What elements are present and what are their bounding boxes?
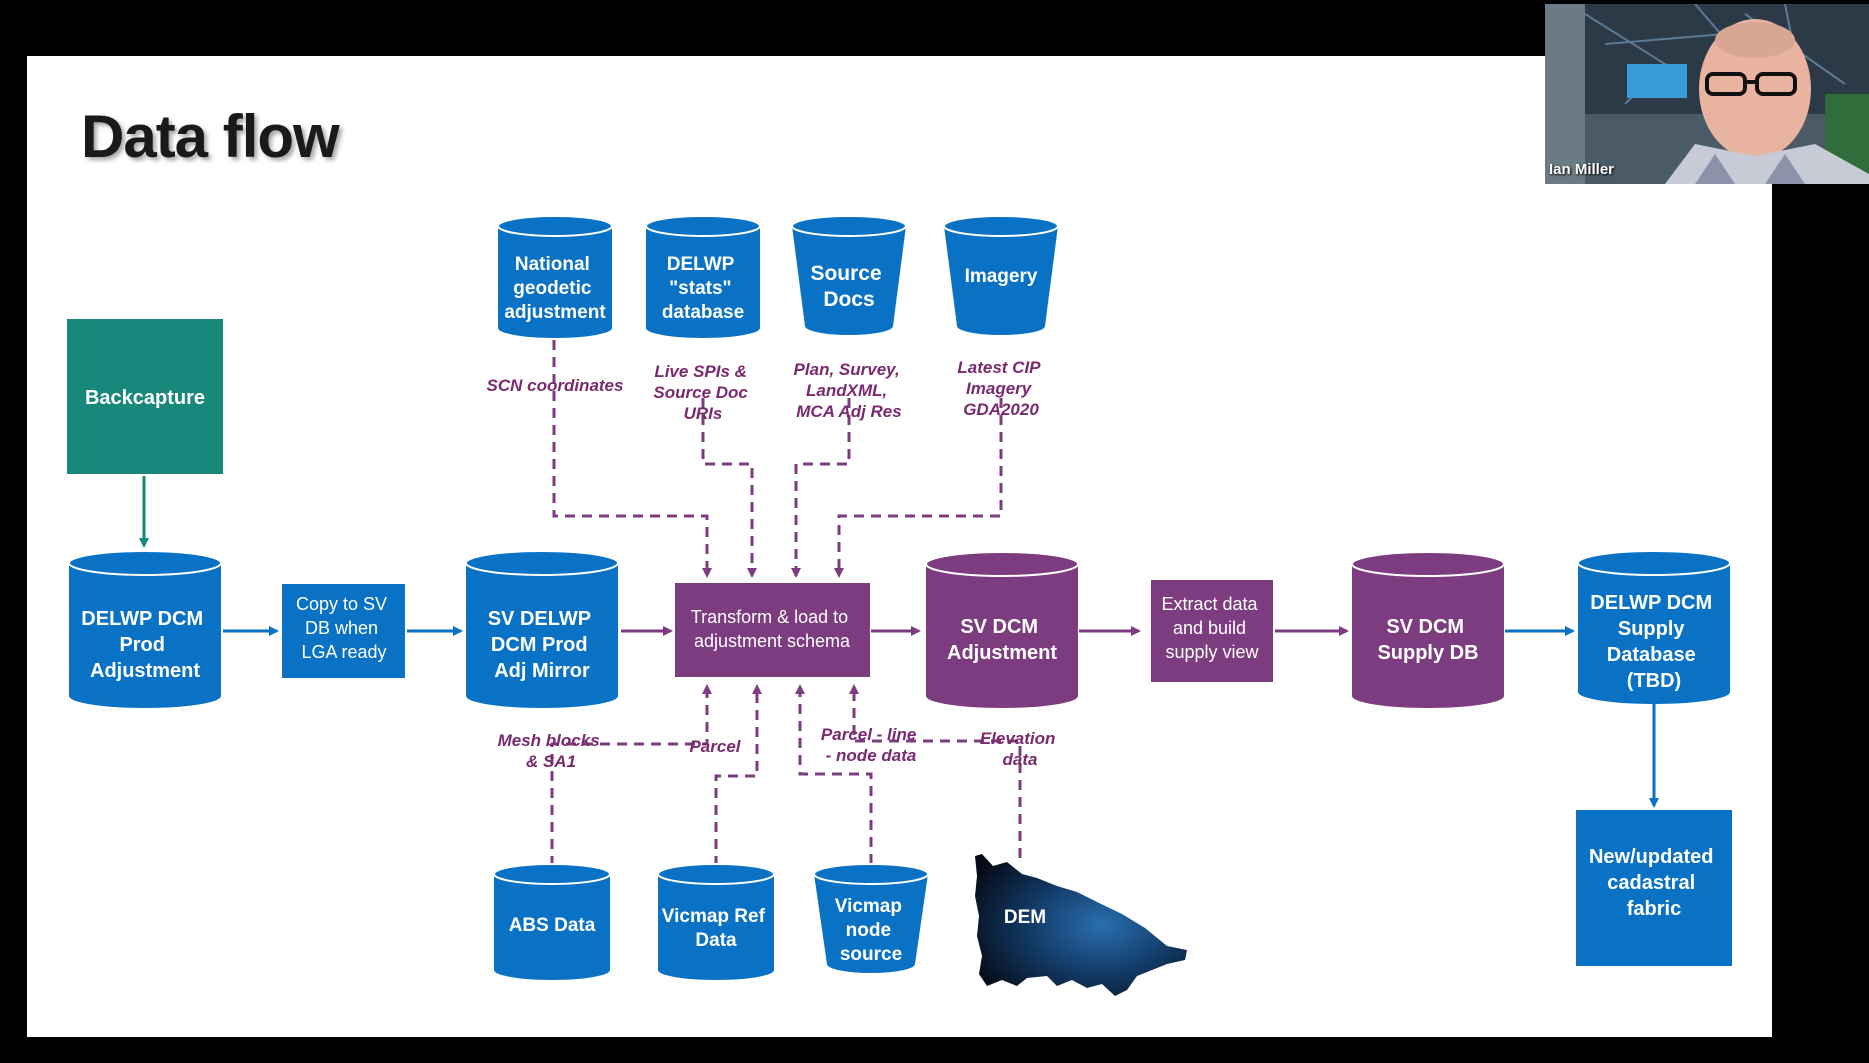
dashed-arrow-vicmap-node — [795, 684, 873, 864]
node-dem: DEM — [975, 854, 1187, 996]
node-vicmap-node: Vicmap node source — [813, 863, 929, 973]
node-sv-adjustment: SV DCM Adjustment — [925, 551, 1079, 708]
flow-label-elevation: Elevation data — [980, 729, 1060, 769]
node-sv-supply: SV DCM Supply DB — [1351, 551, 1505, 708]
dashed-arrow-national — [552, 340, 712, 578]
data-flow-diagram: SCN coordinates Live SPIs & Source Doc U… — [67, 215, 1732, 996]
node-abs-data: ABS Data — [493, 863, 611, 980]
node-national-geodetic: National geodetic adjustment — [497, 215, 613, 338]
slide-title: Data flow — [81, 103, 340, 170]
main-flow-arrows — [139, 476, 1659, 808]
svg-text:National geodetic: National geodetic adjustment — [504, 254, 606, 323]
node-delwp-stats: DELWP "stats" database — [645, 215, 761, 338]
svg-text:DELWP DCM Prod: DELWP DCM Prod Adjustment — [81, 608, 208, 682]
flow-label-live-spis: Live SPIs & Source Doc URIs — [653, 362, 752, 423]
svg-text:ABS Data: ABS Data — [509, 915, 596, 936]
flow-label-latest-cip: Latest CIP Imagery GDA2020 — [957, 358, 1044, 419]
svg-text:DEM: DEM — [1004, 907, 1046, 928]
dashed-arrow-source-docs — [791, 398, 851, 578]
svg-text:DELWP DCM Supply: DELWP DCM Supply Database (TBD) — [1590, 592, 1717, 692]
node-cadastral-fabric: New/updated cadastral fabric — [1576, 810, 1732, 966]
dashed-input-arrows — [550, 340, 1022, 866]
node-delwp-supply: DELWP DCM Supply Database (TBD) — [1577, 550, 1731, 704]
flow-labels: SCN coordinates Live SPIs & Source Doc U… — [487, 358, 1060, 771]
flow-label-parcel-line: Parcel - line - node data — [821, 725, 921, 765]
sign-logo — [1627, 64, 1687, 98]
flow-label-mesh: Mesh blocks & SA1 — [498, 731, 605, 771]
svg-text:SV DCM Supply DB: SV DCM Supply DB — [1377, 616, 1478, 664]
svg-text:Backcapture: Backcapture — [85, 387, 205, 409]
svg-text:Source Docs: Source Docs — [810, 262, 887, 311]
node-extract: Extract data and build supply view — [1151, 580, 1273, 682]
svg-text:Extract data and build: Extract data and build supply view — [1161, 594, 1262, 662]
node-source-docs: Source Docs — [791, 215, 907, 335]
dem-map-shape — [975, 854, 1187, 996]
flow-label-plan-survey: Plan, Survey, LandXML, MCA Adj Res — [794, 360, 905, 421]
flow-label-parcel: Parcel — [689, 737, 741, 756]
node-backcapture: Backcapture — [67, 319, 223, 474]
svg-text:Imagery: Imagery — [965, 266, 1038, 287]
node-vicmap-ref: Vicmap Ref Data — [657, 863, 775, 980]
svg-text:New/updated cadastral: New/updated cadastral fabric — [1589, 846, 1719, 920]
webcam-thumbnail: Ian Miller — [1545, 4, 1869, 184]
webcam-video-feed — [1545, 4, 1869, 184]
slide: Data flow — [27, 56, 1772, 1037]
node-copy-to-sv: Copy to SV DB when LGA ready — [282, 584, 405, 678]
dashed-arrow-abs — [550, 684, 712, 866]
svg-text:SV DELWP DCM Prod: SV DELWP DCM Prod Adj Mirror — [488, 608, 597, 682]
node-sv-mirror: SV DELWP DCM Prod Adj Mirror — [465, 550, 619, 708]
dashed-arrow-dem — [849, 684, 1022, 858]
node-imagery: Imagery — [943, 215, 1059, 335]
svg-text:Transform & load to ad: Transform & load to adjustment schema — [691, 607, 853, 651]
svg-text:DELWP "stats": DELWP "stats" database — [662, 254, 744, 323]
svg-text:SV DCM Adjustment: SV DCM Adjustment — [947, 616, 1057, 664]
node-delwp-prod-adjustment: DELWP DCM Prod Adjustment — [68, 550, 222, 708]
svg-text:Vicmap Ref Data: Vicmap Ref Data — [662, 906, 770, 951]
svg-text:Vicmap node so: Vicmap node source — [835, 896, 908, 965]
node-transform: Transform & load to adjustment schema — [675, 583, 870, 677]
dashed-arrow-stats — [701, 398, 757, 578]
dashed-arrow-vicmap-ref — [714, 684, 762, 866]
dashed-arrow-imagery — [834, 398, 1003, 578]
svg-text:Copy to SV DB when: Copy to SV DB when LGA ready — [296, 594, 392, 662]
flow-label-scn: SCN coordinates — [487, 376, 624, 395]
participant-name: Ian Miller — [1549, 161, 1615, 178]
